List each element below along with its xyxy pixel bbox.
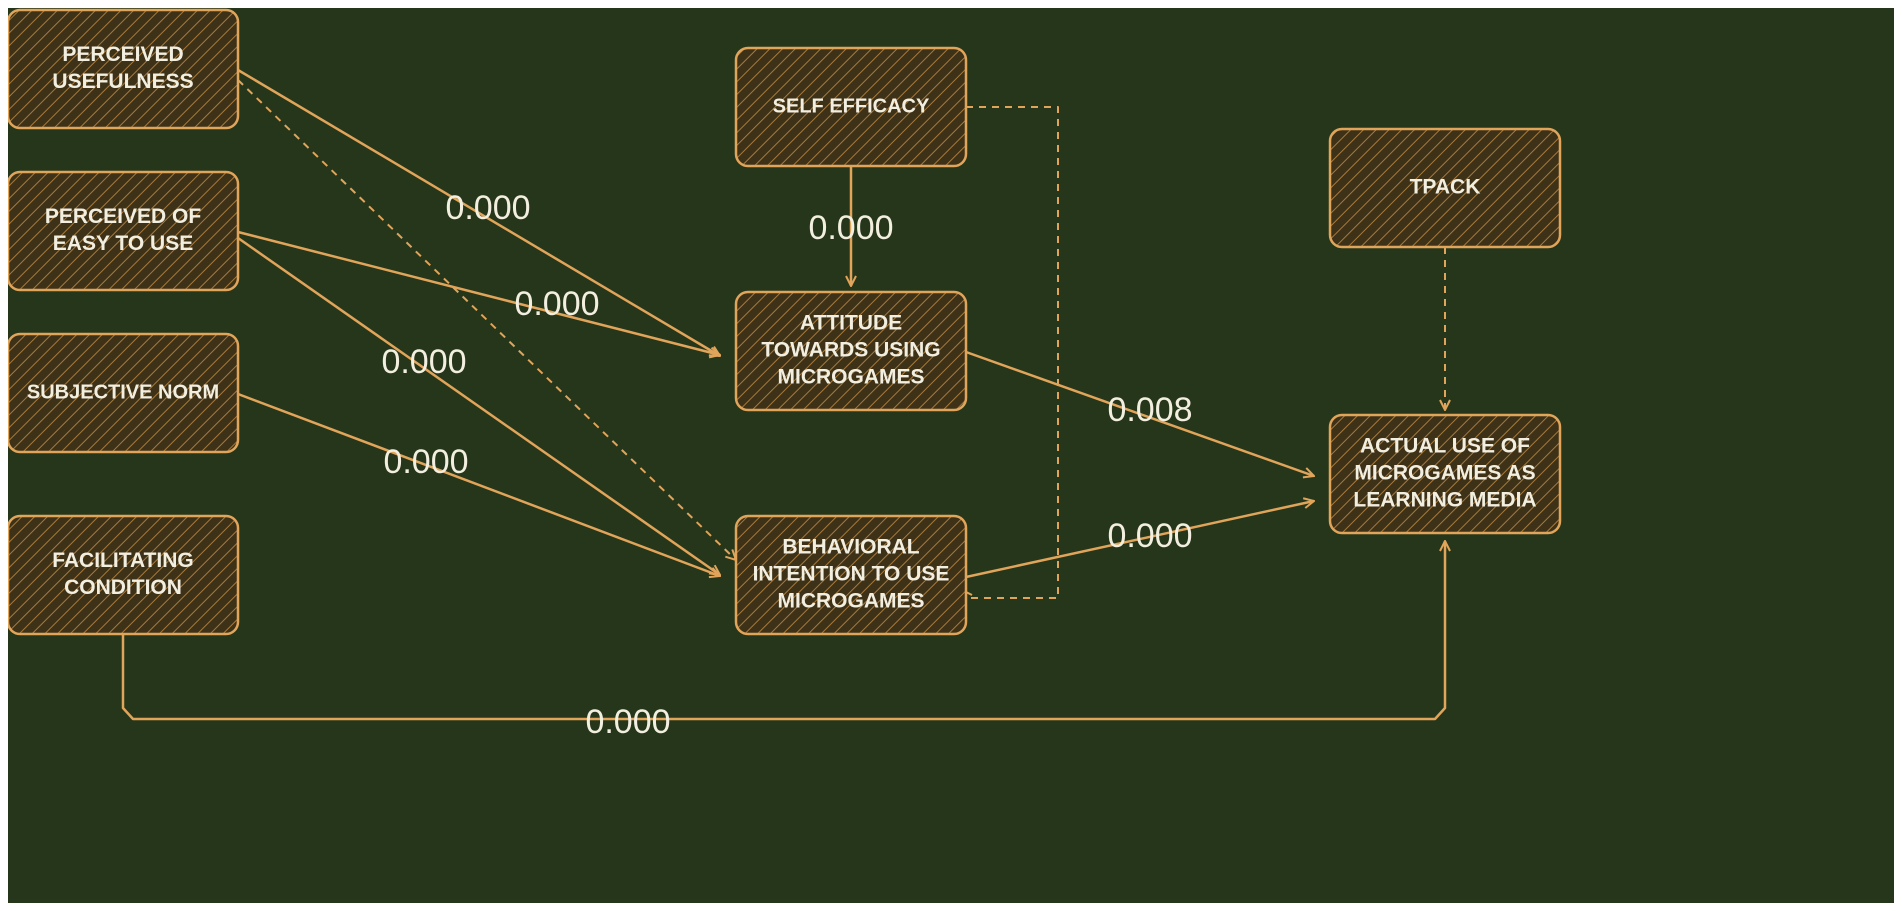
node-att: ATTITUDE TOWARDS USING MICROGAMES — [734, 290, 968, 412]
node-label: MICROGAMES — [778, 366, 925, 389]
node-label: BEHAVIORAL — [782, 536, 919, 559]
node-pu: PERCEIVED USEFULNESS — [8, 8, 240, 130]
edge-peou-bi — [237, 236, 720, 575]
edge-label-pu-att: 0.000 — [445, 189, 530, 227]
edge-label-att-au: 0.008 — [1107, 391, 1192, 429]
node-label: PERCEIVED OF — [45, 205, 202, 228]
edge-label-fc-au: 0.000 — [585, 703, 670, 741]
node-label: MICROGAMES AS — [1354, 462, 1535, 485]
node-box-border — [1328, 127, 1562, 249]
node-label: ATTITUDE — [800, 312, 902, 335]
node-label: INTENTION TO USE — [753, 563, 950, 586]
node-label: MICROGAMES — [778, 590, 925, 613]
edge-label-bi-au: 0.000 — [1107, 517, 1192, 555]
node-label: EASY TO USE — [53, 232, 193, 255]
node-sn: SUBJECTIVE NORM — [8, 332, 240, 454]
node-fc: FACILITATING CONDITION — [8, 514, 240, 636]
node-label: TOWARDS USING — [761, 339, 940, 362]
edge-pu-bi — [237, 79, 736, 560]
node-label: CONDITION — [64, 576, 182, 599]
edge-se-bi — [962, 106, 1059, 598]
node-label: SELF EFFICACY — [773, 95, 930, 117]
path-diagram: PERCEIVED USEFULNESS PERCEIVED OF EASY TO U… — [8, 8, 1562, 741]
node-au: ACTUAL USE OF MICROGAMES AS LEARNING MEDIA — [1328, 413, 1562, 535]
diagram-canvas: PERCEIVED USEFULNESS PERCEIVED OF EASY TO U… — [8, 8, 1894, 903]
edge-label-peou-bi: 0.000 — [381, 343, 466, 381]
edge-peou-att — [237, 230, 720, 355]
node-box-border — [734, 290, 968, 412]
node-box-border — [734, 514, 968, 636]
edge-pu-att — [237, 68, 720, 356]
node-label: TPACK — [1410, 176, 1481, 199]
edge-label-sn-bi: 0.000 — [383, 443, 468, 481]
edge-label-peou-att: 0.000 — [514, 285, 599, 323]
edge-label-se-att: 0.000 — [808, 209, 893, 247]
node-label: PERCEIVED — [62, 43, 183, 66]
node-box-border — [8, 8, 240, 130]
node-se: SELF EFFICACY — [734, 46, 968, 168]
node-label: LEARNING MEDIA — [1353, 489, 1536, 512]
node-label: ACTUAL USE OF — [1360, 435, 1530, 458]
edge-bi-au — [965, 501, 1314, 579]
node-label: USEFULNESS — [52, 70, 193, 93]
node-box-border — [8, 170, 240, 292]
edge-sn-bi — [237, 392, 720, 576]
node-label: SUBJECTIVE NORM — [27, 381, 219, 403]
node-peou: PERCEIVED OF EASY TO USE — [8, 170, 240, 292]
node-box-border — [734, 46, 968, 168]
node-bi: BEHAVIORAL INTENTION TO USE MICROGAMES — [734, 514, 968, 636]
node-box-border — [8, 514, 240, 636]
node-box-border — [8, 332, 240, 454]
node-tpack: TPACK — [1328, 127, 1562, 249]
node-label: FACILITATING — [52, 549, 194, 572]
edge-fc-au — [121, 541, 1445, 721]
edge-att-au — [965, 350, 1314, 476]
node-box-border — [1328, 413, 1562, 535]
